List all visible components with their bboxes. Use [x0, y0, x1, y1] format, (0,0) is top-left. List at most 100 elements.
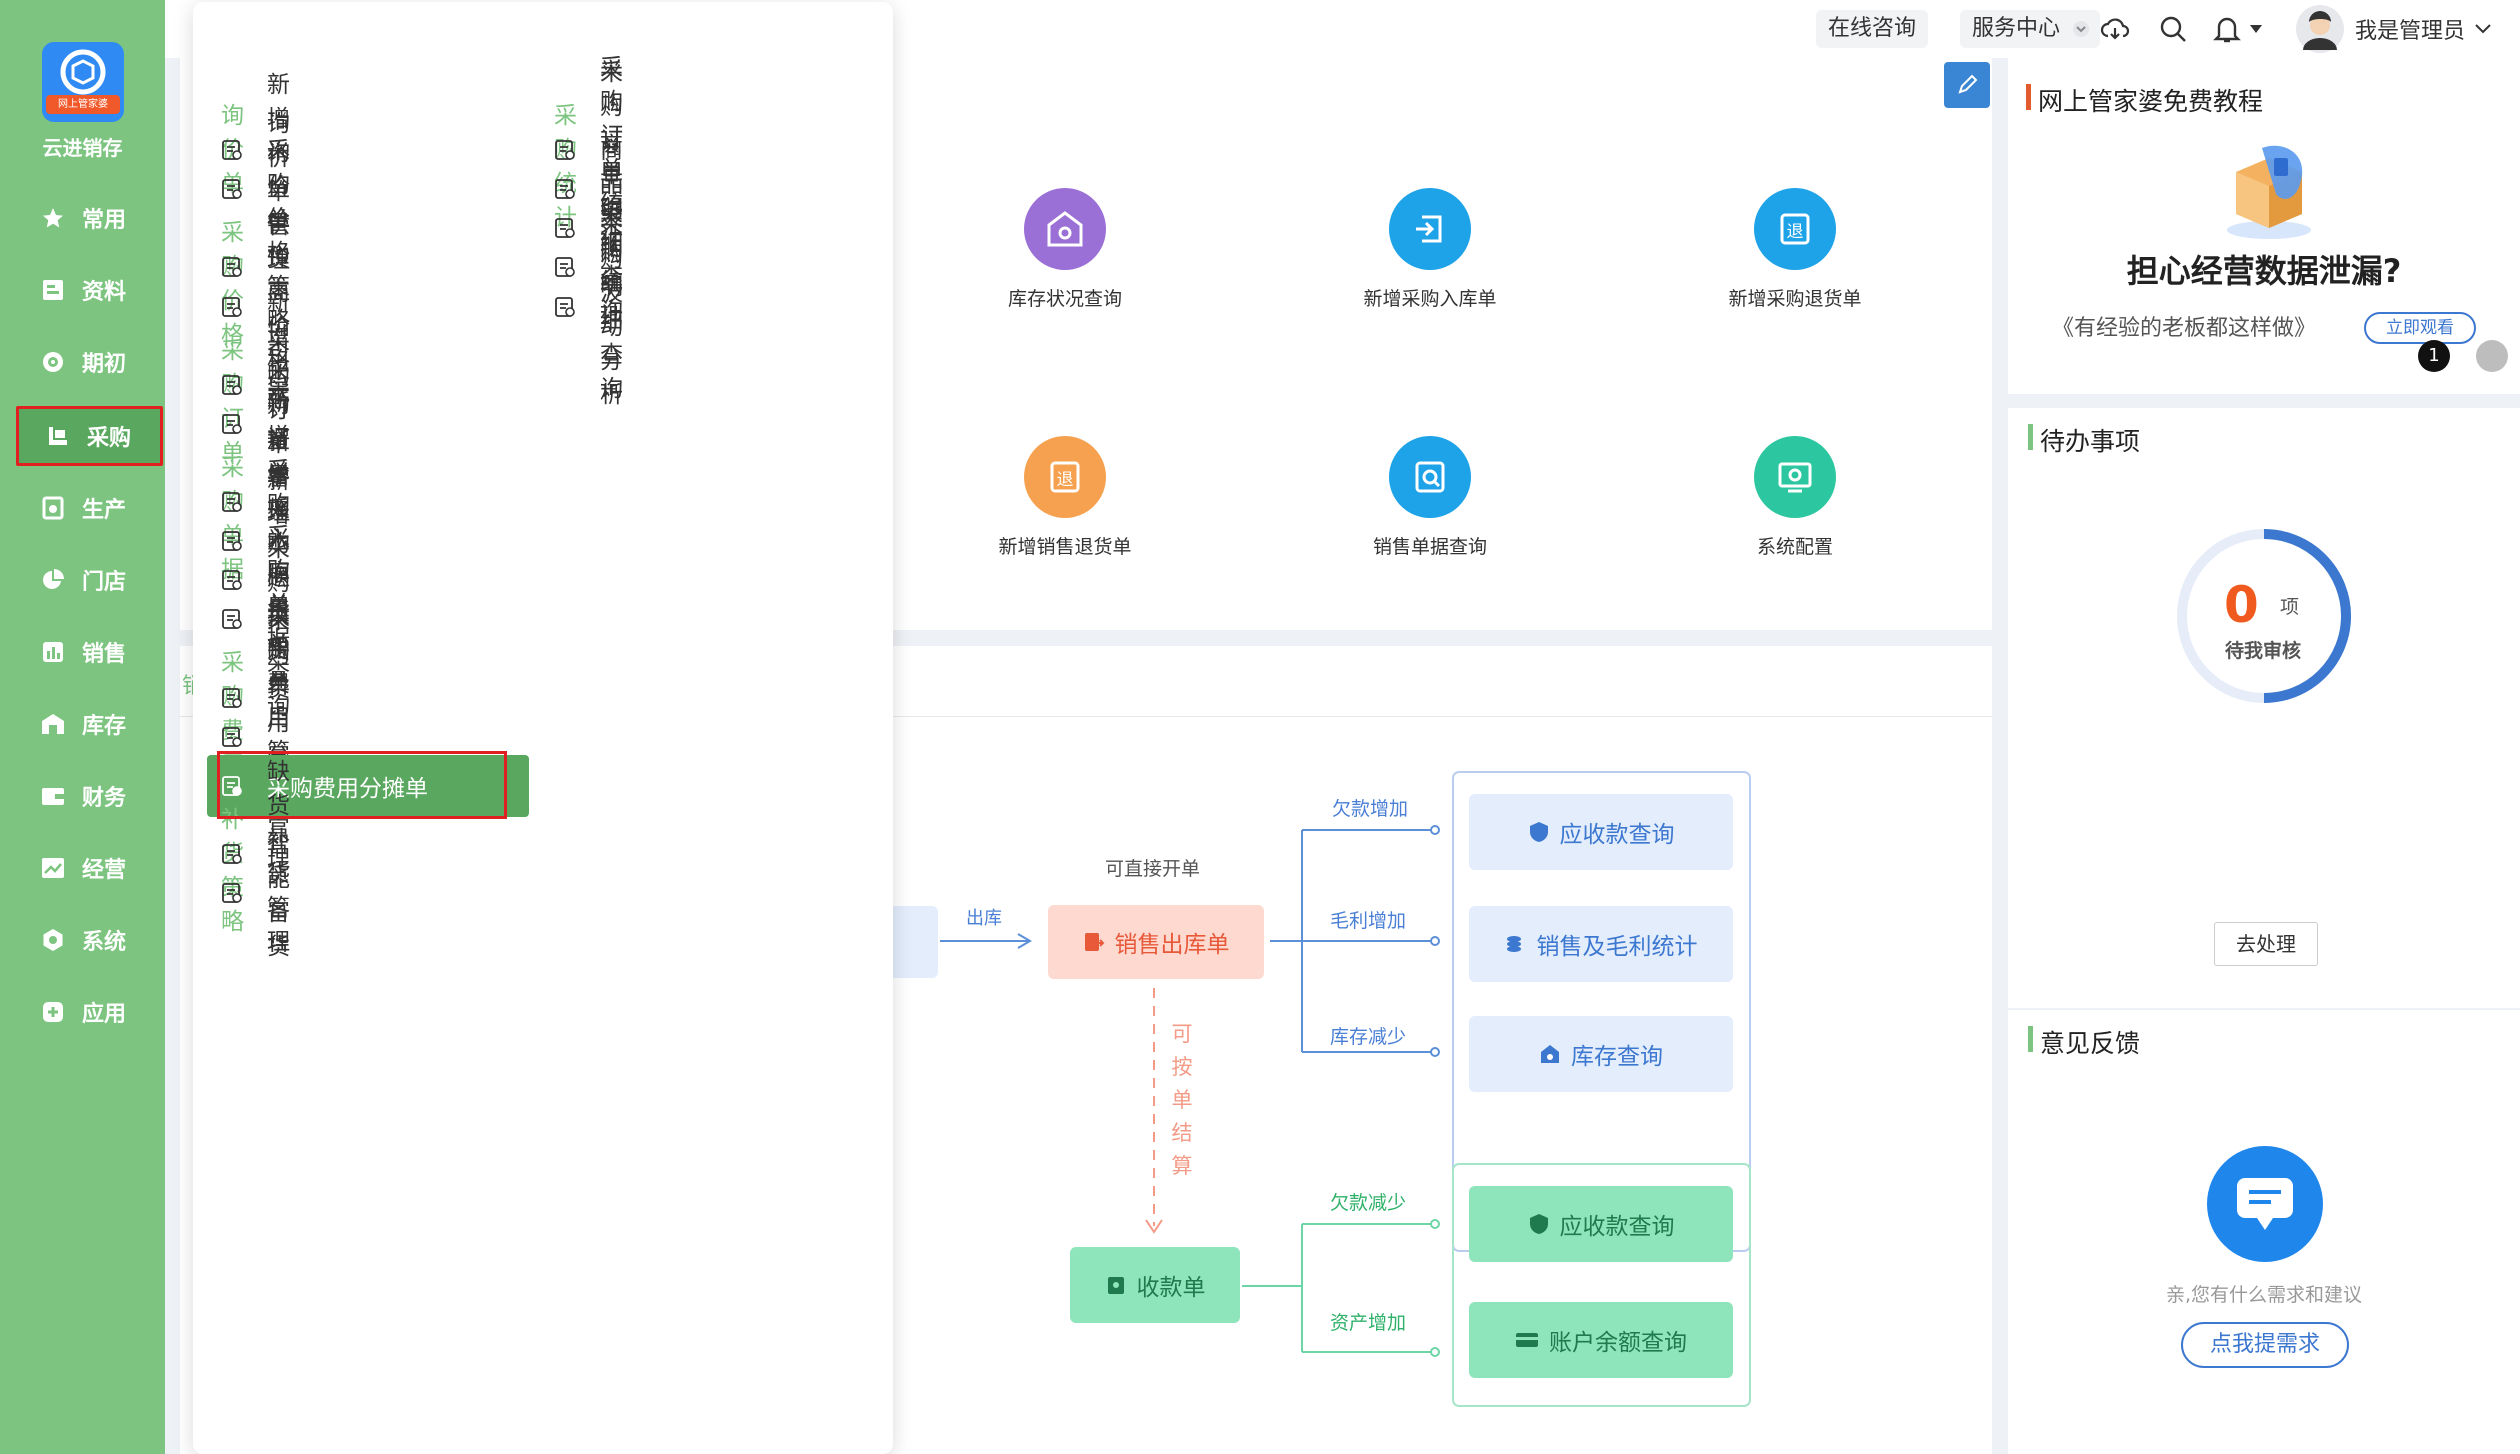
production-icon	[40, 495, 66, 521]
submit-request-button[interactable]: 点我提需求	[2181, 1322, 2349, 1368]
app-name: 云进销存	[42, 136, 123, 160]
trend-icon	[40, 855, 66, 881]
carousel-dot-active[interactable]: 1	[2418, 340, 2450, 372]
todo-count[interactable]: 0	[2224, 576, 2259, 634]
search-icon[interactable]	[2158, 14, 2188, 44]
quick-label: 系统配置	[1756, 536, 1833, 558]
node-label: 收款单	[1136, 1275, 1206, 1301]
package-illustration	[2214, 134, 2324, 244]
menu-item[interactable]: 采购订单明细查询	[554, 60, 623, 324]
node-label: 销售出库单	[1114, 932, 1230, 958]
menu-item[interactable]: 新增采购退货单	[221, 429, 290, 659]
nav-item-sales[interactable]: 销售	[14, 624, 159, 680]
nav-item-inventory[interactable]: 库存	[14, 696, 159, 752]
caret-down-icon	[2250, 25, 2262, 33]
stock-query-node[interactable]: 库存查询	[1469, 1016, 1733, 1092]
nav-item-system[interactable]: 系统	[14, 912, 159, 968]
quick-label: 新增采购入库单	[1363, 288, 1497, 310]
quick-new-purchase-return[interactable]: 退 新增采购退货单	[1695, 188, 1895, 311]
quick-system-config[interactable]: 系统配置	[1695, 436, 1895, 559]
app-logo[interactable]: 网上管家婆	[42, 42, 124, 122]
settle-char: 单	[1171, 1088, 1193, 1112]
quick-new-sales-return[interactable]: 退 新增销售退货单	[965, 436, 1165, 559]
nav-item-opening[interactable]: 期初	[14, 334, 159, 390]
nav-item-data[interactable]: 资料	[14, 262, 159, 318]
receivable-query-node[interactable]: 应收款查询	[1469, 794, 1733, 870]
menu-item[interactable]: 询价单管理	[221, 111, 290, 273]
menu-item-label: 商品采购明细查询	[600, 138, 623, 402]
menu-item-label: 缺货补货管理	[267, 759, 290, 955]
nav-item-production[interactable]: 生产	[14, 480, 159, 536]
menu-item-label: 采购价格策略引导	[267, 138, 290, 402]
document-icon	[221, 687, 243, 709]
nav-item-apps[interactable]: 应用	[14, 984, 159, 1040]
menu-item[interactable]: 新增询价单	[221, 72, 290, 234]
nav-label: 销售	[82, 642, 127, 667]
menu-item[interactable]: 新增采购换货单	[221, 468, 290, 698]
nav-item-finance[interactable]: 财务	[14, 768, 159, 824]
menu-item[interactable]: 采购单据查询	[221, 524, 290, 720]
menu-item-label: 新增采购订单	[267, 290, 290, 486]
carousel-dot[interactable]	[2476, 340, 2508, 372]
quick-new-purchase-in[interactable]: 新增采购入库单	[1330, 188, 1530, 311]
edit-button[interactable]	[1944, 62, 1990, 108]
menu-item[interactable]: 商品采购统计	[554, 133, 623, 329]
monitor-settings-icon	[1754, 436, 1836, 518]
document-icon	[221, 256, 243, 278]
document-icon	[221, 843, 243, 865]
coins-icon	[1506, 936, 1521, 952]
return-icon: 退	[1754, 188, 1836, 270]
nav-item-common[interactable]: 常用	[14, 190, 159, 246]
feedback-chat-icon[interactable]	[2207, 1146, 2323, 1262]
quick-label: 新增采购退货单	[1728, 288, 1862, 310]
node-label: 销售及毛利统计	[1536, 934, 1698, 960]
menu-item[interactable]: 采购波动分析	[554, 212, 623, 408]
nav-item-operation[interactable]: 经营	[14, 840, 159, 896]
settings-icon	[40, 927, 66, 953]
menu-item[interactable]: 采购订单统计	[554, 55, 623, 251]
quick-label: 销售单据查询	[1372, 536, 1487, 558]
online-consult-button[interactable]: 在线咨询	[1816, 10, 1929, 48]
document-icon	[554, 217, 576, 239]
flow-label-direct: 可直接开单	[1105, 858, 1201, 880]
menu-item[interactable]: 采购价格策略引导	[221, 138, 290, 402]
menu-item-label: 供货商价格本	[267, 212, 290, 408]
menu-item[interactable]: 智能备货	[221, 832, 290, 960]
watch-now-button[interactable]: 立即观看	[2364, 312, 2476, 344]
menu-item[interactable]: 商品采购明细查询	[554, 138, 623, 402]
sales-profit-node[interactable]: 销售及毛利统计	[1469, 906, 1733, 982]
menu-item[interactable]: 新增采购入库单	[221, 390, 290, 620]
nav-label: 经营	[82, 858, 127, 883]
service-center-label: 服务中心	[1972, 16, 2061, 41]
receipt-node[interactable]: 收款单	[1070, 1247, 1240, 1323]
nav-item-purchase[interactable]: 采购	[16, 406, 163, 466]
menu-item[interactable]: 缺货补货管理	[221, 759, 290, 955]
flow-label-stock-down: 库存减少	[1330, 1026, 1407, 1048]
document-icon	[221, 178, 243, 200]
menu-item-label: 采购单据查询	[267, 524, 290, 720]
menu-item[interactable]: 采购订单管理	[221, 329, 290, 525]
todo-unit: 项	[2280, 596, 2300, 618]
cloud-download-icon[interactable]	[2100, 14, 2130, 44]
service-center-button[interactable]: 服务中心	[1960, 10, 2101, 48]
receivable-query-node-2[interactable]: 应收款查询	[1469, 1186, 1733, 1262]
settle-char: 算	[1171, 1154, 1193, 1178]
account-balance-node[interactable]: 账户余额查询	[1469, 1302, 1733, 1378]
avatar	[2296, 5, 2344, 53]
user-menu[interactable]: 我是管理员	[2295, 4, 2491, 54]
sales-out-node[interactable]: 销售出库单	[1048, 905, 1264, 979]
menu-item-label: 采购订单明细查询	[600, 60, 623, 324]
menu-item-label: 询价单管理	[267, 111, 290, 273]
menu-item[interactable]: 供货商价格本	[221, 212, 290, 408]
notification-button[interactable]	[2213, 14, 2263, 44]
quick-stock-status[interactable]: 库存状况查询	[965, 188, 1165, 311]
menu-item[interactable]: 采购费用分摊单	[207, 755, 529, 817]
quick-sales-doc-query[interactable]: 销售单据查询	[1330, 436, 1530, 559]
star-icon	[40, 205, 66, 231]
menu-item-label: 采购波动分析	[600, 212, 623, 408]
menu-item[interactable]: 新增采购订单	[221, 290, 290, 486]
svg-text:退: 退	[1057, 470, 1074, 490]
nav-item-store[interactable]: 门店	[14, 552, 159, 608]
menu-item-label: 商品采购统计	[600, 133, 623, 329]
go-handle-button[interactable]: 去处理	[2214, 922, 2318, 966]
